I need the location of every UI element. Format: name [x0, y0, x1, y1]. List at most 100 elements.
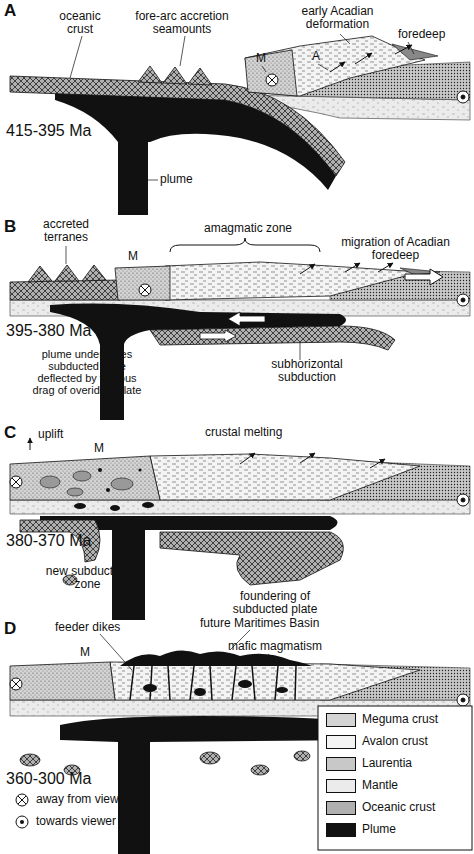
panel-c	[67, 488, 83, 496]
panel-b	[345, 263, 360, 272]
feature-label: migration of Acadian foredeep	[338, 236, 453, 262]
feature-label: mafic magmatism	[228, 640, 322, 653]
legend-entry: Avalon crust	[326, 735, 428, 749]
panel-d	[275, 666, 278, 700]
panel-b	[139, 284, 151, 296]
panel-c	[40, 476, 60, 488]
panel-d	[276, 687, 288, 693]
terrane-letter: A	[312, 50, 320, 63]
panel-a	[245, 36, 425, 96]
panel-a	[262, 66, 266, 72]
panel-b	[10, 280, 120, 300]
panel-a	[180, 36, 185, 66]
legend-text: Mantle	[362, 779, 398, 792]
panel-d	[130, 666, 296, 700]
feature-label: amagmatic zone	[198, 222, 298, 235]
panel-b	[228, 312, 265, 326]
panel-c	[461, 498, 465, 502]
panel-a	[268, 76, 276, 84]
panel-c	[10, 476, 22, 488]
feature-label: fore-arc accretion seamounts	[122, 10, 242, 36]
legend-text: Meguma crust	[362, 713, 438, 726]
feature-label: plume	[160, 173, 193, 186]
panel-c	[457, 494, 469, 506]
legend-entry: Laurentia	[326, 757, 412, 771]
panel-c	[150, 454, 420, 500]
feature-label: foundering of subducted plate	[225, 590, 325, 616]
panel-b	[139, 284, 469, 306]
panel-c	[370, 459, 385, 468]
panel-d	[143, 680, 288, 696]
panel-a	[118, 140, 148, 215]
panel-c	[40, 471, 133, 496]
panel-b	[378, 263, 393, 272]
panel-a	[355, 53, 372, 64]
panel-letter: B	[4, 218, 16, 237]
panel-d	[251, 765, 269, 775]
feature-label: subhorizontal subduction	[262, 358, 352, 384]
legend-swatch	[326, 779, 356, 793]
panel-d	[20, 754, 40, 766]
panel-letter: C	[4, 424, 16, 443]
panel-b	[300, 263, 393, 274]
panel-d	[168, 666, 170, 700]
panel-d	[457, 694, 469, 706]
panel-d	[190, 666, 194, 700]
panel-c	[12, 478, 20, 486]
panel-c	[30, 438, 385, 468]
panel-c	[106, 488, 110, 492]
panel-a	[340, 34, 350, 44]
panel-d	[130, 666, 134, 700]
feature-label: future Maritimes Basin	[200, 617, 319, 630]
feature-label: accreted terranes	[30, 218, 102, 244]
legend-text: Avalon crust	[362, 735, 428, 748]
panel-d	[150, 666, 152, 700]
panel-d	[294, 751, 310, 761]
feature-label: plume underplates subducted plate deflec…	[32, 348, 142, 396]
panel-d	[238, 680, 252, 688]
panel-d	[200, 752, 220, 764]
symbol-dot	[20, 820, 24, 824]
legend-swatch	[326, 801, 356, 815]
panel-c	[73, 471, 91, 481]
panel-d	[10, 662, 115, 700]
terrane-letter: M	[256, 52, 266, 65]
panel-c	[10, 438, 470, 620]
terrane-letter: M	[94, 442, 104, 455]
panel-b	[66, 246, 300, 360]
feature-label: uplift	[38, 428, 63, 441]
age-range: 360-300 Ma	[6, 770, 91, 788]
towards-symbol	[14, 814, 30, 830]
panel-a	[55, 92, 336, 190]
panel-b	[66, 246, 67, 264]
panel-c	[10, 500, 470, 514]
panel-d	[194, 688, 206, 696]
legend-entry: Plume	[326, 823, 396, 837]
legend-swatch	[326, 823, 356, 837]
legend-frame	[318, 706, 472, 850]
panel-d	[60, 716, 381, 854]
legend-text: Plume	[362, 823, 396, 836]
legend-entry: towards viewer	[14, 814, 116, 830]
panel-d	[100, 634, 132, 670]
panel-b	[461, 298, 465, 302]
legend-text: Laurentia	[362, 757, 412, 770]
panel-c	[10, 476, 469, 506]
feature-label: new subduction zone	[40, 565, 135, 591]
panel-b	[28, 265, 106, 282]
legend-swatch	[326, 757, 356, 771]
feature-label: crustal melting	[205, 426, 282, 439]
panel-c	[10, 456, 160, 500]
legend-swatch	[326, 735, 356, 749]
panel-a	[245, 50, 297, 96]
symbol-circle	[16, 816, 28, 828]
panel-c	[111, 478, 133, 490]
panel-a	[266, 74, 469, 103]
panel-c	[74, 468, 154, 511]
panel-c	[240, 453, 255, 464]
legend-entry: away from viewer	[14, 792, 129, 808]
legend-text: away from viewer	[36, 793, 129, 806]
legend-text: Oceanic crust	[362, 801, 435, 814]
panel-c	[98, 468, 102, 472]
panel-a	[318, 64, 328, 70]
